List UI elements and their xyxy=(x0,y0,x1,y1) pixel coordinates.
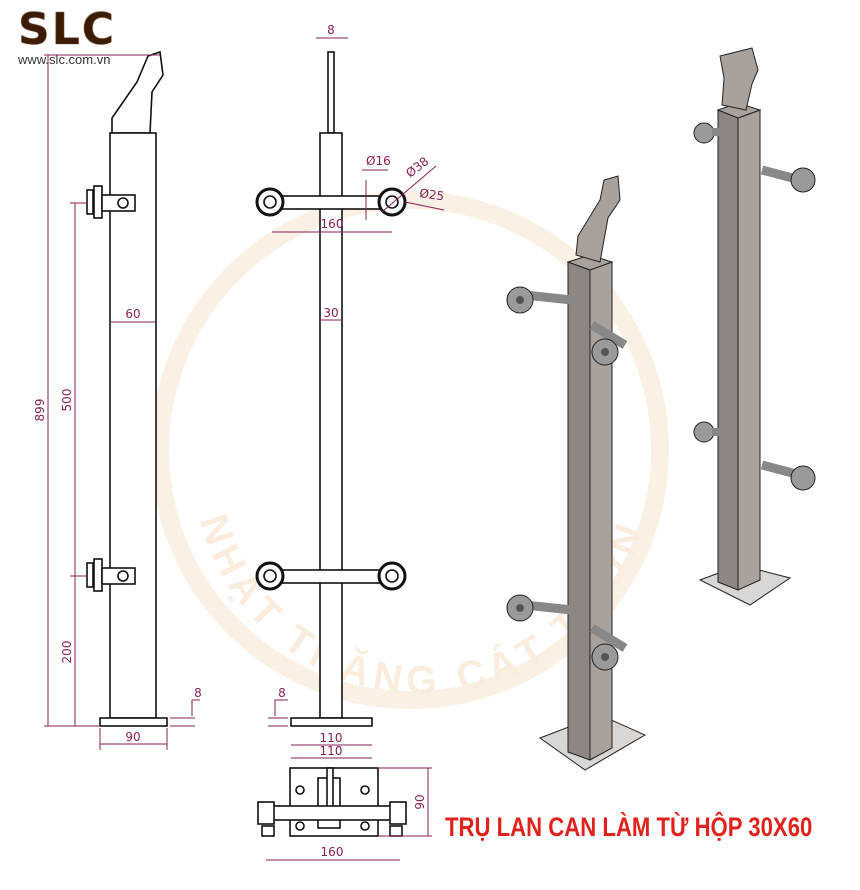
dim-hole-dia: Ø16 xyxy=(366,154,391,168)
render-post-front xyxy=(506,175,647,771)
dim-post-depth: 30 xyxy=(323,306,338,320)
base-plate-front xyxy=(99,717,168,727)
product-title: TRỤ LAN CAN LÀM TỪ HỘP 30X60 xyxy=(445,812,813,842)
plan-view: 90 160 xyxy=(257,767,432,861)
dim-bar-width: 8 xyxy=(327,23,335,37)
dim-base-width-2: 110 xyxy=(320,744,343,758)
logo-brand: SLC xyxy=(18,4,117,55)
side-view: 8 Ø16 Ø38 Ø25 160 30 8 110 110 xyxy=(255,23,445,759)
dim-base-width: 90 xyxy=(125,730,140,744)
glass-clamp-lower xyxy=(86,558,136,592)
glass-clamp-upper xyxy=(86,185,136,219)
dim-inner-dia: Ø25 xyxy=(419,186,445,203)
glass-clamp-icon xyxy=(506,286,628,671)
render-post-back xyxy=(693,47,816,606)
dim-base-thickness: 8 xyxy=(194,686,202,700)
dim-total-height: 899 xyxy=(33,399,47,422)
glass-clamp-pair-lower xyxy=(255,561,407,591)
dim-disc-dia: Ø38 xyxy=(403,154,431,180)
dim-plan-span: 160 xyxy=(321,845,344,859)
dim-base-width-1: 110 xyxy=(320,731,343,745)
handrail-saddle xyxy=(111,50,164,134)
front-view: 899 500 200 60 90 8 xyxy=(33,50,202,750)
logo-url: www.slc.com.vn xyxy=(18,52,111,67)
dim-side-base-thickness: 8 xyxy=(278,686,286,700)
glass-clamp-icon xyxy=(693,122,816,491)
dim-spacing: 500 xyxy=(60,389,74,412)
dim-post-width: 60 xyxy=(125,307,140,321)
top-bar xyxy=(327,51,335,134)
logo: SLC www.slc.com.vn xyxy=(18,4,117,68)
post-front xyxy=(109,132,157,719)
dim-bottom-offset: 200 xyxy=(60,641,74,664)
base-plate-side xyxy=(290,717,373,727)
glass-clamp-pair-upper xyxy=(255,187,407,217)
dim-bracket-span: 160 xyxy=(321,217,344,231)
dim-plan-depth: 90 xyxy=(413,794,427,809)
